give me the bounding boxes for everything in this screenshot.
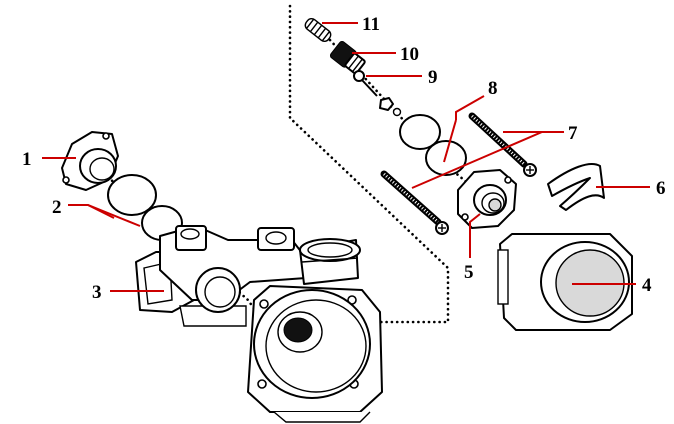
callout-3: 3 — [92, 282, 102, 303]
part-8-o-rings — [399, 114, 467, 176]
part-3-pump-body — [135, 225, 383, 423]
leader-5 — [469, 213, 481, 258]
callout-11: 11 — [362, 14, 380, 35]
part-10-valve-cartridge — [329, 40, 366, 75]
callout-1: 1 — [22, 149, 32, 170]
part-6-clip — [547, 163, 605, 211]
callout-labels: 1 2 3 4 5 6 7 8 9 10 11 — [22, 14, 666, 303]
part-9-valve-pin — [353, 70, 402, 117]
callout-4: 4 — [642, 275, 652, 296]
leader-8a — [455, 95, 485, 120]
part-4-motor-cover — [497, 233, 633, 331]
leader-2b — [87, 204, 115, 219]
part-1-end-cap — [61, 131, 119, 191]
screw-left — [380, 170, 449, 235]
part-2-o-rings — [107, 174, 183, 241]
callout-2: 2 — [52, 197, 62, 218]
callout-6: 6 — [656, 178, 666, 199]
callout-7: 7 — [568, 123, 578, 144]
axis-line-valve-stack — [328, 38, 490, 202]
screw-right — [468, 112, 537, 177]
callout-8: 8 — [488, 78, 498, 99]
axis-line-upper — [288, 4, 450, 324]
part-7-screws — [380, 112, 537, 235]
leader-lines — [42, 22, 650, 292]
leader-8b — [443, 119, 457, 163]
callout-5: 5 — [464, 262, 474, 283]
part-5-valve-housing — [457, 169, 517, 229]
callout-9: 9 — [428, 67, 438, 88]
part-11-spring — [304, 17, 332, 43]
callout-10: 10 — [400, 44, 419, 65]
